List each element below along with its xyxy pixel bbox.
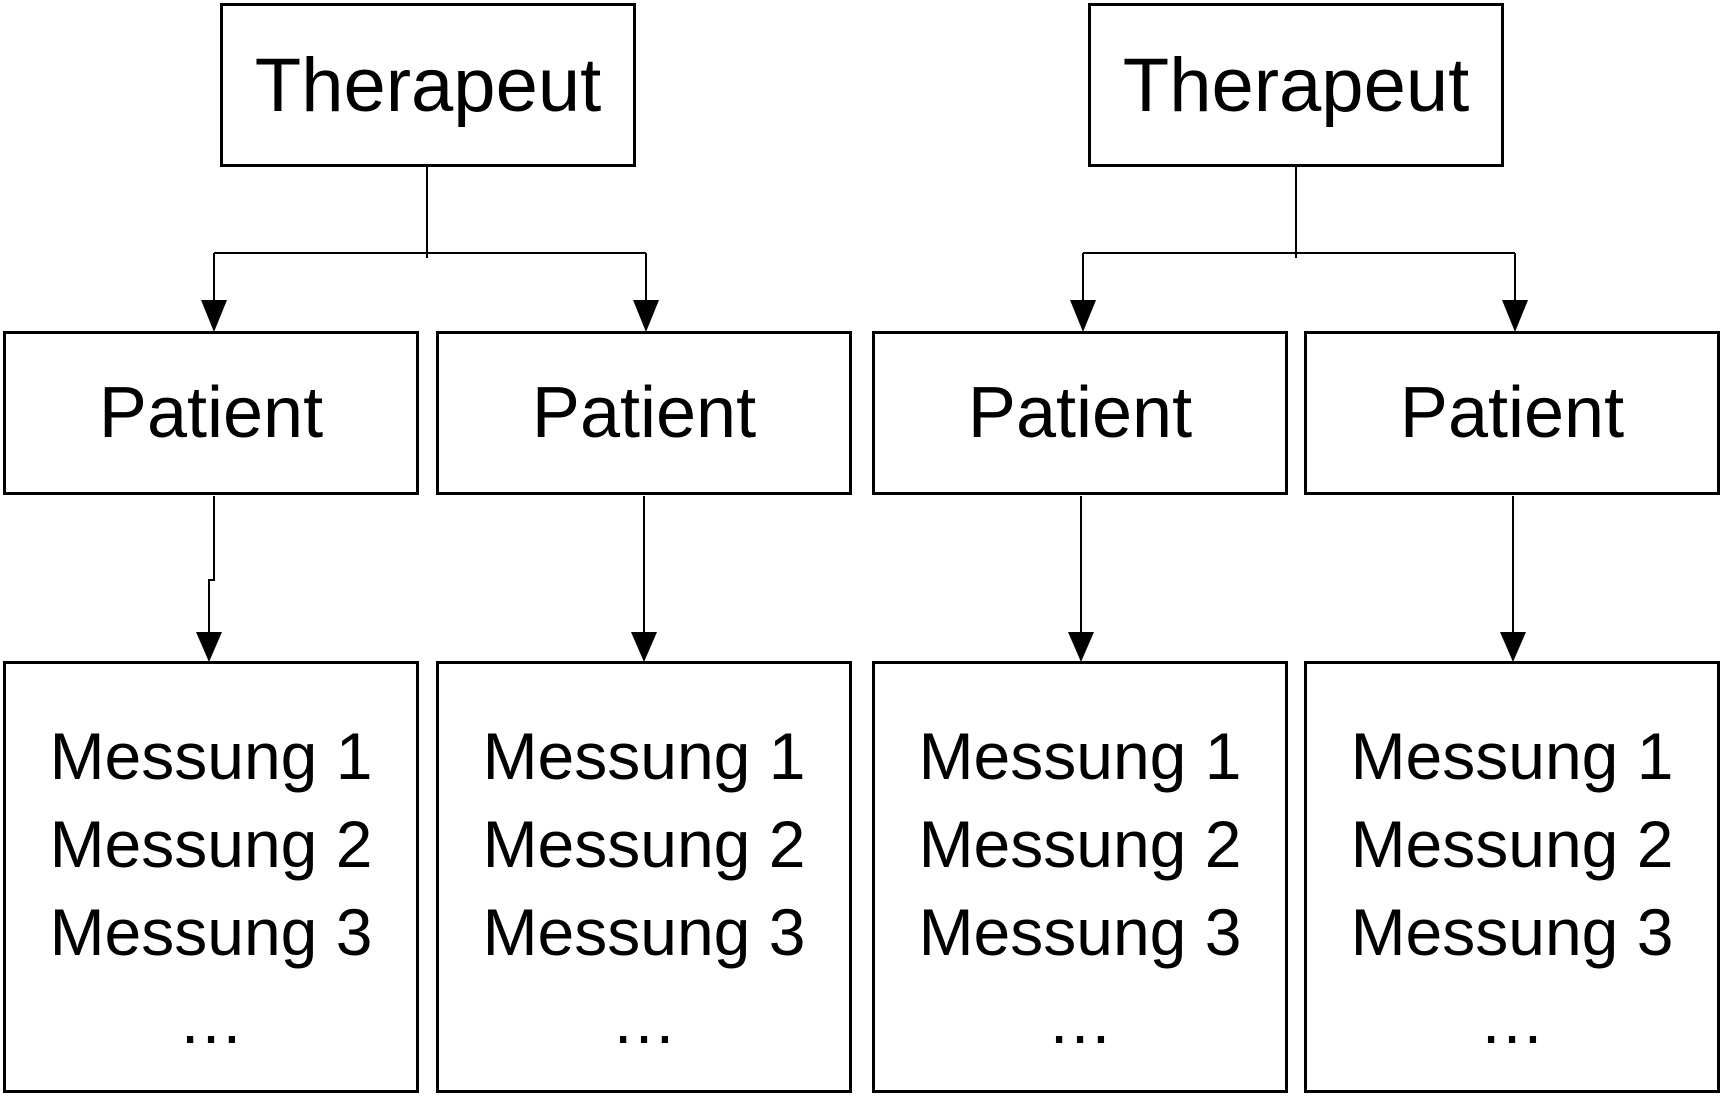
- patient-box: Patient: [436, 331, 852, 495]
- arrowhead-patient-1-measurements: [196, 632, 222, 662]
- arrow-patient-1-measurements: [208, 496, 215, 632]
- measurement-ellipsis: …: [1479, 983, 1545, 1057]
- therapist-label: Therapeut: [254, 42, 602, 128]
- patient-box: Patient: [3, 331, 419, 495]
- measurement-item: Messung 1: [49, 719, 373, 793]
- measurement-ellipsis: …: [611, 983, 677, 1057]
- measurement-item: Messung 2: [918, 807, 1242, 881]
- measurements-box: Messung 1 Messung 2 Messung 3 …: [872, 661, 1288, 1093]
- measurements-box: Messung 1 Messung 2 Messung 3 …: [1304, 661, 1720, 1093]
- therapist-box: Therapeut: [1088, 3, 1504, 167]
- measurement-item: Messung 3: [918, 895, 1242, 969]
- therapist-box: Therapeut: [220, 3, 636, 167]
- measurement-item: Messung 3: [49, 895, 373, 969]
- measurement-item: Messung 1: [918, 719, 1242, 793]
- measurement-item: Messung 2: [482, 807, 806, 881]
- measurements-box: Messung 1 Messung 2 Messung 3 …: [3, 661, 419, 1093]
- measurement-item: Messung 3: [482, 895, 806, 969]
- measurements-box: Messung 1 Messung 2 Messung 3 …: [436, 661, 852, 1093]
- patient-label: Patient: [1399, 373, 1625, 453]
- measurement-item: Messung 2: [49, 807, 373, 881]
- measurement-ellipsis: …: [178, 983, 244, 1057]
- patient-box: Patient: [872, 331, 1288, 495]
- patient-label: Patient: [98, 373, 324, 453]
- arrowhead-patient-3-measurements: [1068, 632, 1094, 662]
- measurement-item: Messung 1: [1350, 719, 1674, 793]
- measurement-ellipsis: …: [1047, 983, 1113, 1057]
- patient-label: Patient: [967, 373, 1193, 453]
- arrowhead-patient-2-measurements: [631, 632, 657, 662]
- arrowhead-therapist-2-patient-1: [1070, 300, 1096, 332]
- patient-box: Patient: [1304, 331, 1720, 495]
- arrowhead-therapist-2-patient-2: [1502, 300, 1528, 332]
- measurement-item: Messung 1: [482, 719, 806, 793]
- therapist-label: Therapeut: [1122, 42, 1470, 128]
- arrowhead-patient-4-measurements: [1500, 632, 1526, 662]
- arrowhead-therapist-1-patient-1: [201, 300, 227, 332]
- patient-label: Patient: [531, 373, 757, 453]
- arrowhead-therapist-1-patient-2: [633, 300, 659, 332]
- measurement-item: Messung 3: [1350, 895, 1674, 969]
- measurement-item: Messung 2: [1350, 807, 1674, 881]
